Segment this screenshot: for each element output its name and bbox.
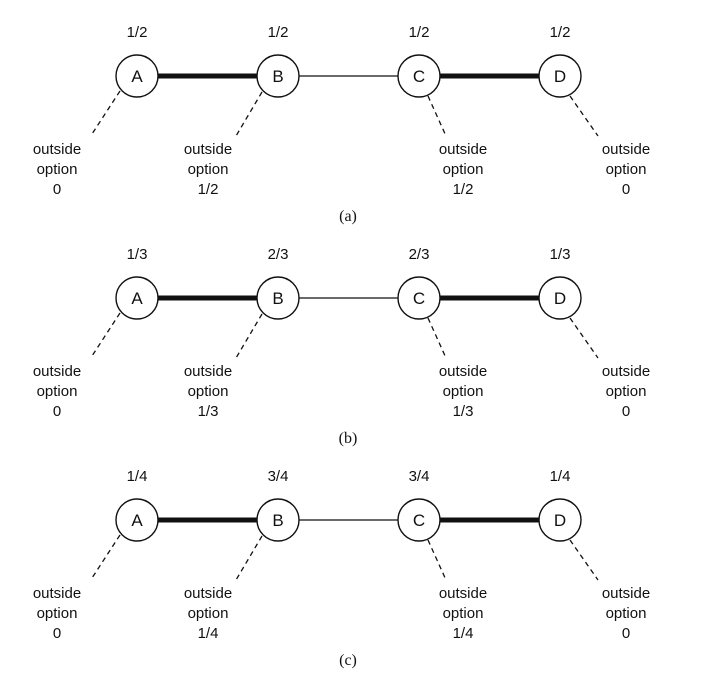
outside-connector-b (235, 535, 263, 581)
node-value-b: 1/2 (268, 24, 289, 41)
outside-label-line2: option (37, 605, 78, 622)
node-value-b: 2/3 (268, 246, 289, 263)
node-d (538, 54, 582, 98)
outside-option-value-b: 1/2 (198, 181, 219, 198)
node-label-d: D (554, 67, 566, 86)
outside-label-line2: option (188, 161, 229, 178)
node-c (397, 276, 441, 320)
node-value-a: 1/4 (127, 468, 148, 485)
outside-connector-c (427, 539, 447, 581)
outside-label-line1: outside (602, 141, 650, 158)
node-value-d: 1/2 (550, 24, 571, 41)
outside-option-value-c: 1/2 (453, 181, 474, 198)
outside-connector-a (91, 534, 121, 579)
outside-option-value-c: 1/3 (453, 403, 474, 420)
node-label-b: B (272, 67, 283, 86)
node-value-c: 2/3 (409, 246, 430, 263)
node-value-d: 1/4 (550, 468, 571, 485)
outside-connector-b (235, 313, 263, 359)
outside-connector-c (427, 317, 447, 359)
node-d (538, 276, 582, 320)
node-label-b: B (272, 511, 283, 530)
node-label-c: C (413, 289, 425, 308)
node-value-c: 3/4 (409, 468, 430, 485)
outside-option-value-b: 1/4 (198, 625, 219, 642)
outside-label-line2: option (443, 383, 484, 400)
node-value-d: 1/3 (550, 246, 571, 263)
outside-connector-d (569, 317, 599, 359)
node-value-b: 3/4 (268, 468, 289, 485)
node-value-a: 1/2 (127, 24, 148, 41)
outside-connector-d (569, 95, 599, 137)
outside-connector-b (235, 91, 263, 137)
panel-b: A1/3B2/3C2/3D1/3outsideoption0outsideopt… (33, 246, 650, 447)
node-label-b: B (272, 289, 283, 308)
outside-label-line2: option (188, 605, 229, 622)
outside-connector-c (427, 95, 447, 137)
panel-caption: (a) (339, 208, 357, 225)
node-a (115, 54, 159, 98)
outside-option-value-b: 1/3 (198, 403, 219, 420)
node-a (115, 276, 159, 320)
outside-label-line2: option (606, 161, 647, 178)
node-c (397, 498, 441, 542)
node-label-c: C (413, 511, 425, 530)
outside-label-line2: option (37, 161, 78, 178)
outside-label-line2: option (37, 383, 78, 400)
node-label-c: C (413, 67, 425, 86)
panel-caption: (c) (339, 652, 357, 669)
node-a (115, 498, 159, 542)
panel-c: A1/4B3/4C3/4D1/4outsideoption0outsideopt… (33, 468, 650, 669)
panel-caption: (b) (339, 430, 358, 447)
outside-label-line2: option (443, 161, 484, 178)
node-label-a: A (131, 67, 143, 86)
outside-label-line2: option (443, 605, 484, 622)
node-b (256, 54, 300, 98)
outside-label-line1: outside (602, 363, 650, 380)
outside-label-line1: outside (439, 141, 487, 158)
node-label-d: D (554, 511, 566, 530)
outside-label-line1: outside (33, 363, 81, 380)
node-c (397, 54, 441, 98)
panel-a: A1/2B1/2C1/2D1/2outsideoption0outsideopt… (33, 24, 650, 225)
outside-label-line2: option (188, 383, 229, 400)
node-value-a: 1/3 (127, 246, 148, 263)
outside-label-line1: outside (33, 585, 81, 602)
node-label-a: A (131, 289, 143, 308)
outside-label-line2: option (606, 605, 647, 622)
outside-option-value-c: 1/4 (453, 625, 474, 642)
outside-connector-a (91, 90, 121, 135)
outside-option-value-a: 0 (53, 181, 61, 198)
outside-option-value-a: 0 (53, 403, 61, 420)
node-b (256, 276, 300, 320)
outside-label-line1: outside (184, 363, 232, 380)
outside-connector-a (91, 312, 121, 357)
outside-label-line1: outside (33, 141, 81, 158)
node-label-d: D (554, 289, 566, 308)
node-value-c: 1/2 (409, 24, 430, 41)
outside-label-line1: outside (184, 141, 232, 158)
outside-option-value-d: 0 (622, 625, 630, 642)
outside-option-value-d: 0 (622, 403, 630, 420)
node-label-a: A (131, 511, 143, 530)
outside-option-value-d: 0 (622, 181, 630, 198)
outside-label-line1: outside (439, 363, 487, 380)
outside-connector-d (569, 539, 599, 581)
node-b (256, 498, 300, 542)
node-d (538, 498, 582, 542)
outside-label-line1: outside (602, 585, 650, 602)
outside-option-value-a: 0 (53, 625, 61, 642)
outside-label-line1: outside (184, 585, 232, 602)
outside-label-line1: outside (439, 585, 487, 602)
outside-label-line2: option (606, 383, 647, 400)
